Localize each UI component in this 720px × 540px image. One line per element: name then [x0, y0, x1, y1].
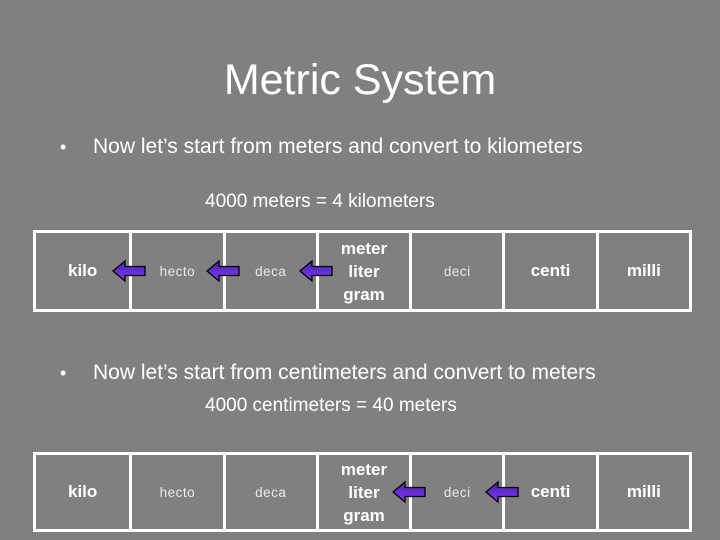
table-cell-kilo: kilo — [67, 261, 98, 280]
table-cell-milli: milli — [595, 233, 689, 309]
table-cell-kilo: kilo — [67, 482, 98, 501]
equation-meters-to-kilometers: 4000 meters = 4 kilometers — [205, 191, 435, 212]
bullet-text: Now let’s start from centimeters and con… — [93, 361, 596, 384]
equation-centimeters-to-meters: 4000 centimeters = 40 meters — [205, 395, 457, 416]
bullet-marker: • — [60, 137, 67, 157]
table-cell-deca: deca — [222, 455, 316, 529]
bullet-marker: • — [60, 363, 67, 383]
table-cell-meter-liter-gram: meter liter gram — [315, 455, 409, 529]
metric-units-table-2: kilo hecto deca meter liter gram deci ce… — [33, 452, 692, 532]
table-cell-deca: deca — [222, 233, 316, 309]
table-cell-deci: deci — [409, 455, 502, 529]
table-cell-centi: centi — [502, 233, 595, 309]
table-cell-hecto: hecto — [129, 233, 222, 309]
table-cell-deci: deci — [409, 233, 502, 309]
table-cell-centi: centi — [502, 455, 595, 529]
slide-title: Metric System — [223, 56, 497, 104]
table-cell-milli: milli — [595, 455, 689, 529]
table-cell-hecto: hecto — [129, 455, 222, 529]
bullet-item-centimeters-to-meters: • Now let’s start from centimeters and c… — [60, 360, 596, 386]
table-cell-meter-liter-gram: meter liter gram — [315, 233, 409, 309]
bullet-text: Now let’s start from meters and convert … — [93, 135, 583, 158]
metric-units-table-1: kilo hecto deca meter liter gram deci ce… — [33, 230, 692, 312]
bullet-item-meters-to-kilometers: • Now let’s start from meters and conver… — [60, 134, 583, 160]
